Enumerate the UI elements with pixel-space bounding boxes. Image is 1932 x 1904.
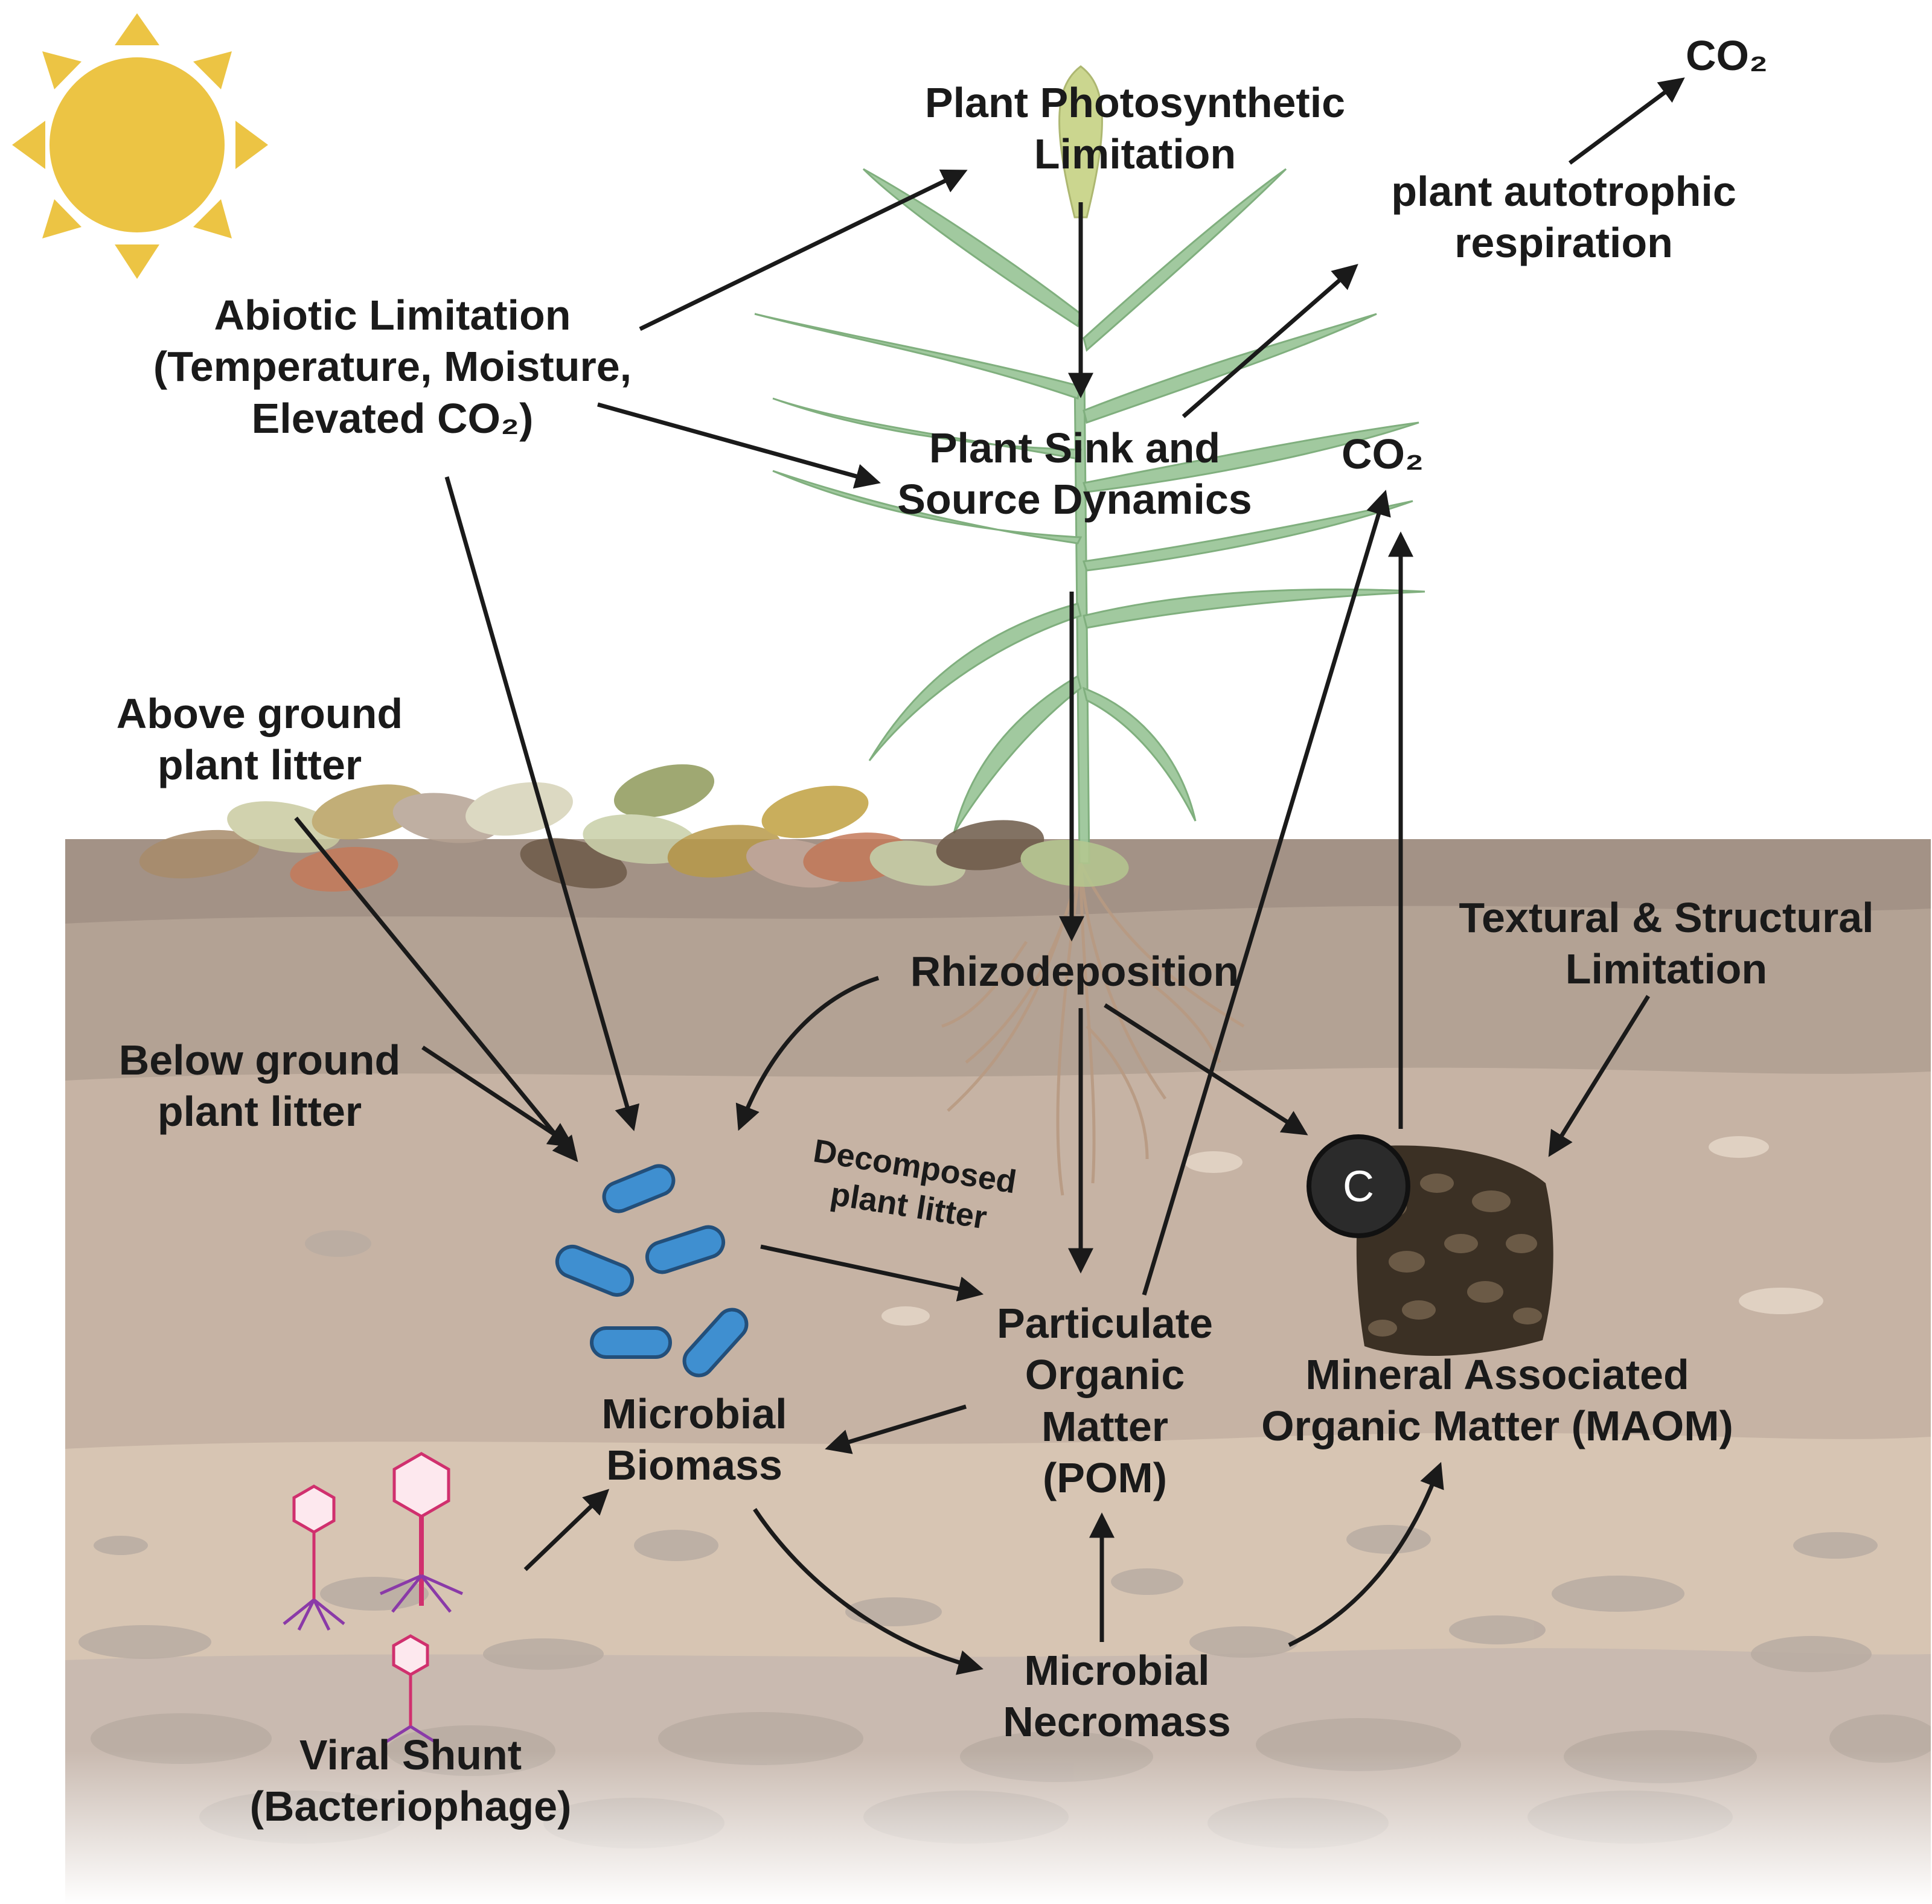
arrow-abiotic-to-photosynthesis — [639, 169, 968, 331]
arrow-biomass-to-pom — [760, 1244, 984, 1302]
arrow-rhizodeposition-to-biomass — [735, 976, 880, 1131]
label-plant-autotrophic-respiration: plant autotrophic respiration — [1391, 168, 1736, 267]
plant-illustration — [754, 65, 1425, 864]
arrow-pom-to-co2 — [1142, 490, 1391, 1296]
arrow-abiotic-to-sink-source — [597, 402, 881, 489]
arrow-viral-shunt-to-biomass — [523, 1489, 610, 1571]
arrow-respiration-to-co2 — [1568, 77, 1685, 165]
arrow-abiotic-to-microbial-biomass — [444, 476, 640, 1131]
arrow-above-litter-to-biomass — [294, 816, 578, 1163]
soil-profile — [65, 839, 1931, 1904]
arrow-biomass-to-necromass — [753, 1508, 984, 1675]
leaf-litter-illustration — [139, 764, 1129, 892]
arrow-pom-to-biomass — [825, 1404, 967, 1454]
bacteriophage-icon — [283, 1484, 345, 1631]
label-plant-photosynthetic-limitation: Plant Photosynthetic Limitation — [924, 79, 1346, 178]
bacteria-icon-group — [555, 1164, 749, 1378]
label-textural-structural-limitation: Textural & Structural Limitation — [1459, 894, 1874, 993]
sun-icon — [12, 13, 268, 279]
label-mineral-associated-organic-matter: Mineral Associated Organic Matter (MAOM) — [1261, 1351, 1733, 1450]
arrow-rhizodeposition-to-maom — [1104, 1003, 1308, 1136]
arrow-textural-to-maom — [1548, 995, 1650, 1157]
label-particulate-organic-matter: Particulate Organic Matter (POM) — [997, 1300, 1213, 1502]
bacterium-icon — [590, 1326, 672, 1359]
bacterium-icon — [555, 1245, 635, 1297]
label-microbial-necromass: Microbial Necromass — [1003, 1647, 1231, 1746]
label-microbial-biomass: Microbial Biomass — [601, 1390, 787, 1489]
bacterium-icon — [645, 1225, 726, 1274]
carbon-marker: C — [1307, 1134, 1410, 1238]
bacteriophage-icon — [385, 1634, 436, 1743]
label-co2-top: CO₂ — [1685, 32, 1768, 79]
bacteriophage-icon — [379, 1452, 464, 1613]
label-co2-mid: CO₂ — [1341, 430, 1424, 478]
label-plant-sink-source-dynamics: Plant Sink and Source Dynamics — [897, 424, 1252, 523]
arrow-necromass-to-maom — [1288, 1462, 1444, 1647]
label-rhizodeposition: Rhizodeposition — [910, 948, 1239, 995]
arrow-sink-to-autotrophic-respiration — [1182, 264, 1358, 418]
label-abiotic-limitation: Abiotic Limitation (Temperature, Moistur… — [153, 292, 632, 442]
bacterium-icon — [602, 1164, 676, 1213]
label-below-ground-plant-litter: Below ground plant litter — [118, 1037, 401, 1136]
arrow-below-litter-to-biomass — [421, 1046, 575, 1148]
label-above-ground-plant-litter: Above ground plant litter — [116, 690, 403, 789]
carbon-symbol: C — [1343, 1163, 1374, 1211]
flow-arrows — [294, 77, 1685, 1675]
bacterium-icon — [682, 1308, 749, 1378]
bacteriophage-icon-group — [283, 1452, 464, 1743]
label-viral-shunt: Viral Shunt (Bacteriophage) — [249, 1731, 572, 1830]
